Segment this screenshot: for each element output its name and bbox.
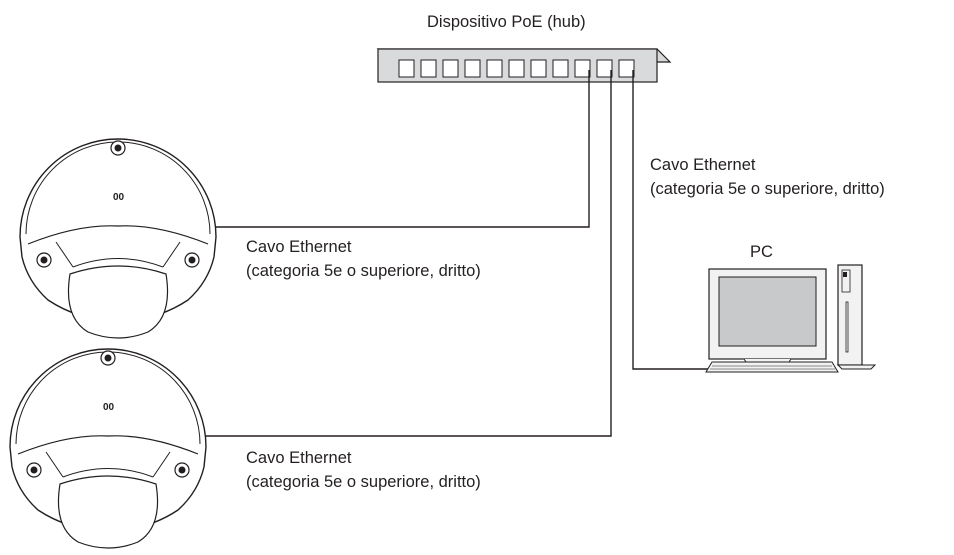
hub-port (464, 59, 481, 78)
cable-label-pc-line2: (categoria 5e o superiore, dritto) (650, 180, 885, 198)
hub-ports (398, 59, 635, 78)
hub-port (420, 59, 437, 78)
camera-2-mark: 00 (103, 402, 115, 413)
cable-label-camera-2-line2: (categoria 5e o superiore, dritto) (246, 473, 481, 491)
hub-port (398, 59, 415, 78)
cable-hub-to-camera-2 (206, 70, 612, 437)
camera-1: 00 (19, 138, 217, 339)
hub-port (596, 59, 613, 78)
cable-label-pc: Cavo Ethernet (categoria 5e o superiore,… (650, 155, 885, 199)
cable-hub-to-camera-1 (216, 70, 590, 228)
cable-label-camera-2: Cavo Ethernet (categoria 5e o superiore,… (246, 448, 481, 492)
cable-label-camera-1-line1: Cavo Ethernet (246, 238, 352, 256)
hub-label: Dispositivo PoE (hub) (427, 13, 586, 31)
cable-label-pc-line1: Cavo Ethernet (650, 156, 756, 174)
cable-hub-to-pc (632, 70, 708, 370)
cable-lines (206, 70, 708, 437)
pc-label: PC (750, 243, 773, 261)
pc (705, 264, 877, 373)
cable-label-camera-1-line2: (categoria 5e o superiore, dritto) (246, 262, 481, 280)
hub-port (530, 59, 547, 78)
hub-port (486, 59, 503, 78)
poe-hub (376, 48, 672, 83)
cable-label-camera-2-line1: Cavo Ethernet (246, 449, 352, 467)
camera-1-mark: 00 (113, 192, 125, 203)
pc-screen (718, 276, 817, 347)
hub-port (574, 59, 591, 78)
pc-keyboard (705, 361, 839, 373)
hub-port (442, 59, 459, 78)
cable-label-camera-1: Cavo Ethernet (categoria 5e o superiore,… (246, 237, 481, 281)
camera-2: 00 (9, 348, 207, 549)
hub-port (618, 59, 635, 78)
hub-port (552, 59, 569, 78)
hub-port (508, 59, 525, 78)
